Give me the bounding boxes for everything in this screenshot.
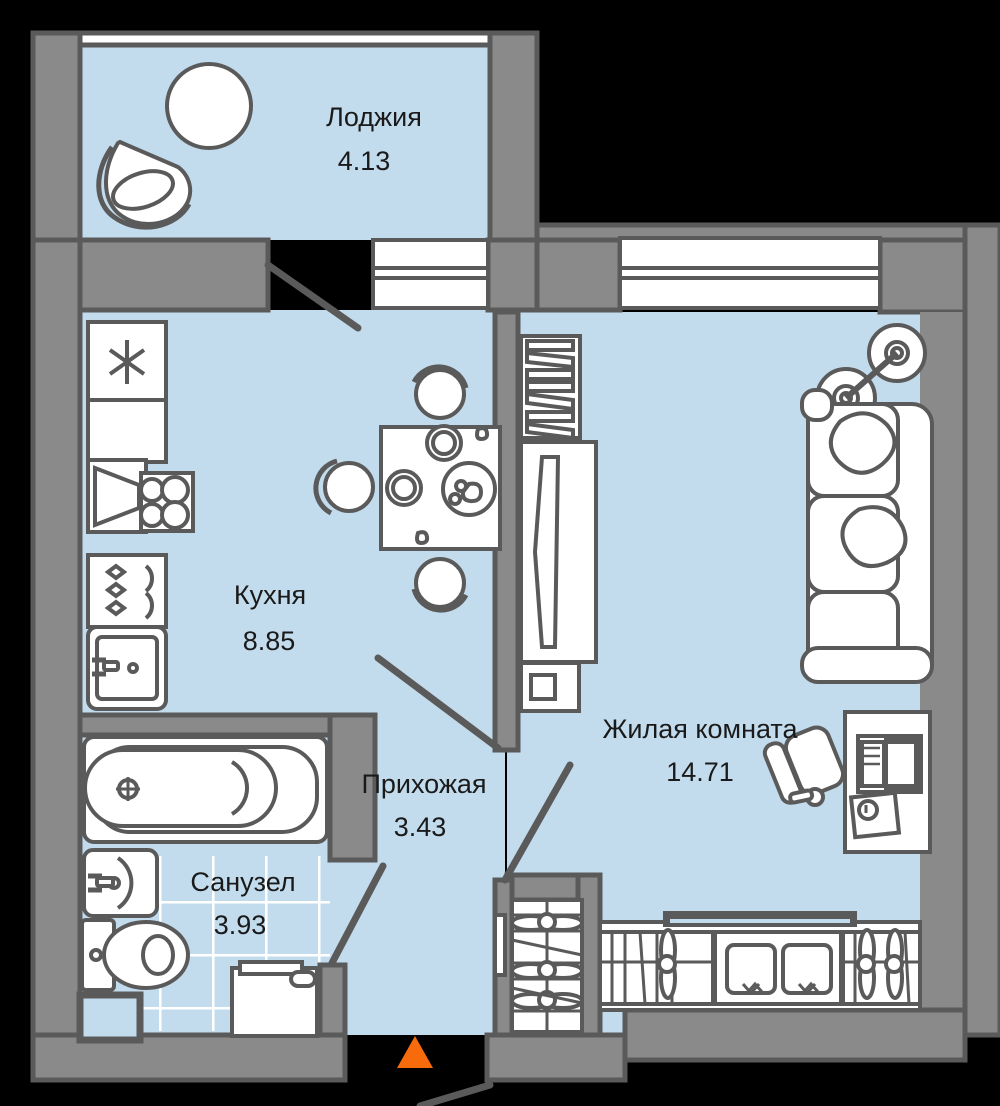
room-label-bathroom: Санузел	[190, 867, 295, 897]
hanger-icon-6	[884, 928, 904, 1000]
furniture-living-room	[493, 323, 934, 1034]
furniture-loggia	[96, 62, 253, 230]
hanging-egg-chair-icon	[96, 139, 193, 230]
furniture-kitchen	[86, 320, 502, 711]
hanger-icon-5	[856, 928, 876, 1000]
room-label-living-room: Жилая комната	[602, 714, 798, 744]
washbasin-icon	[82, 848, 159, 918]
wall-loggia-top-sill	[77, 30, 493, 48]
cushion-icon	[828, 411, 897, 475]
window-kitchen	[371, 238, 490, 310]
tableware-icon	[385, 424, 497, 546]
door-kitchen-swing	[264, 261, 362, 332]
room-label-loggia: Лоджия	[326, 102, 422, 132]
window-living-room	[618, 236, 882, 310]
wall-right-top-pier	[877, 237, 968, 315]
wall-exterior-left	[30, 237, 83, 1038]
walls	[30, 30, 1000, 1083]
sofa-icon	[800, 388, 934, 684]
wall-loggia-left	[30, 30, 83, 243]
door-hallway-swing	[374, 654, 502, 752]
washing-machine-icon	[230, 960, 319, 1038]
furniture-bathroom	[76, 735, 329, 1044]
bathtub-icon	[82, 735, 329, 844]
room-area-living-room: 14.71	[666, 757, 734, 787]
room-area-bathroom: 3.93	[214, 910, 267, 940]
sink-icon	[86, 625, 168, 711]
cushion-icon-2	[840, 505, 908, 568]
door-swings	[264, 261, 574, 1106]
door-bathroom-swing	[328, 862, 387, 967]
snowflake-icon	[108, 340, 146, 384]
wardrobe-door-edge-icon	[493, 913, 507, 977]
mouse-pad-icon	[848, 790, 902, 840]
door-living-room-swing	[501, 761, 574, 884]
wardrobe-icon	[510, 898, 584, 1034]
tv-console-icon	[519, 440, 598, 664]
round-table-icon	[165, 62, 253, 150]
bathroom-niche-icon	[76, 991, 144, 1044]
wall-bathroom-right-lower	[317, 962, 348, 1038]
room-labels: Лоджия 4.13 Кухня 8.85 Жилая комната 14.…	[190, 102, 798, 940]
bookshelf-icon	[519, 334, 582, 441]
hanger-icon-2	[510, 960, 584, 980]
wall-loggia-right	[487, 30, 540, 243]
room-label-kitchen: Кухня	[234, 580, 306, 610]
dishwasher-icon	[86, 553, 168, 629]
closet-run-icon	[598, 911, 922, 1012]
entrance-marker-icon	[397, 1036, 433, 1068]
hanger-icon-4	[657, 928, 677, 1000]
wall-exterior-right	[962, 222, 1000, 1038]
room-area-loggia: 4.13	[338, 146, 391, 176]
room-area-hallway: 3.43	[394, 812, 447, 842]
office-chair-icon	[762, 725, 846, 807]
laptop-icon	[856, 734, 923, 794]
wall-kitchen-living-partition	[492, 309, 521, 753]
room-area-kitchen: 8.85	[243, 626, 296, 656]
cooktop-icon	[139, 471, 195, 533]
wall-pier-center	[485, 237, 540, 313]
room-label-hallway: Прихожая	[361, 769, 486, 799]
toilet-icon	[80, 918, 190, 992]
door-entrance-swing	[416, 1081, 494, 1106]
hanger-icon	[510, 912, 584, 932]
dining-chair-icon	[313, 364, 469, 613]
wall-entry-bottom-right	[484, 1032, 628, 1083]
counter-upper-icon	[86, 398, 168, 464]
wall-bathroom-right-upper	[327, 712, 378, 863]
media-box-icon	[519, 661, 581, 713]
wall-living-bottom	[622, 1007, 968, 1063]
windows	[371, 236, 882, 310]
wall-loggia-kitchen	[77, 237, 271, 313]
oven-hood-icon	[86, 458, 148, 534]
